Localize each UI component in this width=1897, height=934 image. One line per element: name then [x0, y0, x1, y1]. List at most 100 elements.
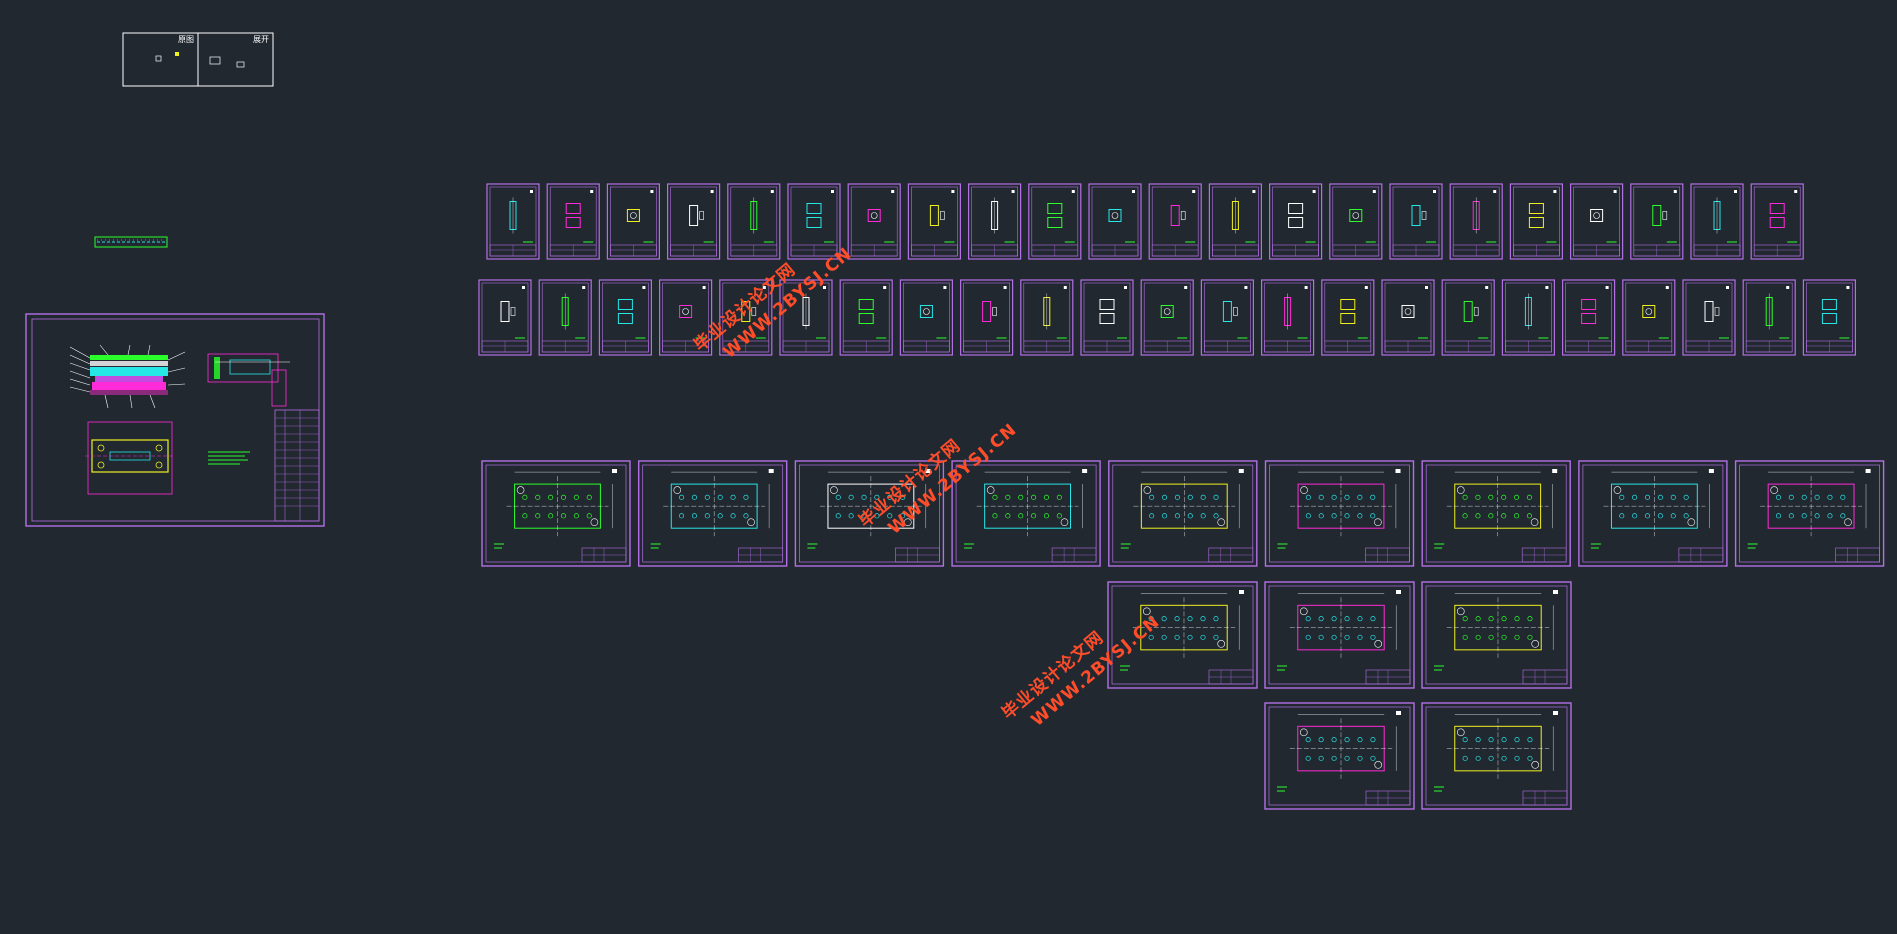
part-drawing-sheet[interactable] — [907, 183, 962, 260]
part-view — [867, 209, 881, 222]
roughness-icon — [522, 286, 525, 289]
part-drawing-sheet[interactable] — [1260, 279, 1315, 356]
roughness-icon — [1665, 286, 1669, 289]
part-drawing-sheet[interactable] — [546, 183, 600, 260]
part-drawing-sheet[interactable] — [1682, 279, 1736, 356]
part-drawing-sheet[interactable] — [1441, 279, 1495, 356]
plate-drawing-sheet[interactable] — [481, 460, 631, 567]
plate-view — [1446, 593, 1554, 658]
plate-drawing-sheet[interactable] — [1734, 460, 1885, 567]
part-view — [1047, 203, 1063, 228]
part-view — [1222, 301, 1238, 322]
part-drawing-sheet[interactable] — [1148, 183, 1202, 260]
part-drawing-sheet[interactable] — [1381, 279, 1435, 356]
part-drawing-sheet[interactable] — [1449, 183, 1503, 260]
part-drawing-sheet[interactable] — [727, 183, 781, 260]
plate-drawing-sheet[interactable] — [1107, 581, 1258, 689]
roughness-icon — [612, 469, 617, 473]
part-drawing-sheet[interactable] — [787, 183, 841, 260]
part-drawing-sheet[interactable] — [1561, 279, 1616, 356]
plate-drawing-sheet[interactable] — [1578, 460, 1728, 567]
part-view — [1043, 293, 1051, 330]
part-drawing-sheet[interactable] — [1028, 183, 1082, 260]
plate-view — [976, 471, 1083, 537]
part-drawing-sheet[interactable] — [1501, 279, 1556, 356]
part-drawing-sheet[interactable] — [1321, 279, 1375, 356]
roughness-icon — [1786, 286, 1790, 289]
part-drawing-sheet[interactable] — [847, 183, 901, 260]
plate-drawing-sheet[interactable] — [1421, 702, 1572, 810]
roughness-icon — [1726, 286, 1729, 289]
plate-drawing-sheet[interactable] — [638, 460, 788, 567]
part-drawing-sheet[interactable] — [598, 279, 653, 356]
roughness-icon — [1396, 590, 1401, 594]
part-drawing-sheet[interactable] — [1389, 183, 1443, 260]
tech-notes — [1747, 543, 1758, 549]
part-view — [1411, 205, 1427, 226]
part-drawing-sheet[interactable] — [1509, 183, 1564, 260]
part-drawing-sheet[interactable] — [1080, 279, 1134, 356]
roughness-icon — [1734, 190, 1737, 193]
plate-view — [1290, 471, 1397, 537]
plate-drawing-sheet[interactable] — [1421, 581, 1572, 689]
plate-drawing-sheet[interactable] — [951, 460, 1101, 567]
plate-drawing-sheet[interactable] — [1264, 581, 1415, 689]
roughness-icon — [710, 190, 714, 193]
part-view — [858, 299, 874, 324]
part-drawing-sheet[interactable] — [1690, 183, 1744, 260]
part-sheets-group[interactable] — [478, 183, 1857, 356]
part-drawing-sheet[interactable] — [1020, 279, 1074, 356]
plate-drawing-sheet[interactable] — [1421, 460, 1571, 567]
roughness-icon — [1425, 286, 1428, 289]
part-drawing-sheet[interactable] — [1329, 183, 1383, 260]
part-view — [500, 301, 516, 322]
roughness-icon — [770, 190, 774, 193]
title-block — [1835, 547, 1880, 563]
roughness-icon — [831, 190, 834, 193]
legend-label-original: 原图 — [178, 35, 194, 44]
roughness-icon — [1485, 286, 1489, 289]
part-drawing-sheet[interactable] — [899, 279, 954, 356]
part-drawing-sheet[interactable] — [967, 183, 1022, 260]
part-drawing-sheet[interactable] — [1268, 183, 1323, 260]
part-drawing-sheet[interactable] — [839, 279, 893, 356]
part-drawing-sheet[interactable] — [1802, 279, 1857, 356]
roughness-icon — [582, 286, 586, 289]
plate-drawing-sheet[interactable] — [1108, 460, 1258, 567]
part-drawing-sheet[interactable] — [1140, 279, 1194, 356]
plate-drawing-sheet[interactable] — [1264, 460, 1415, 567]
part-drawing-sheet[interactable] — [1630, 183, 1684, 260]
part-drawing-sheet[interactable] — [658, 279, 713, 356]
part-view — [617, 299, 633, 324]
part-view — [1340, 299, 1356, 324]
part-drawing-sheet[interactable] — [1088, 183, 1142, 260]
roughness-icon — [1011, 190, 1015, 193]
part-drawing-sheet[interactable] — [478, 279, 532, 356]
roughness-icon — [1304, 286, 1308, 289]
part-view — [1581, 299, 1597, 324]
roughness-icon — [1433, 190, 1436, 193]
strip-layout[interactable] — [94, 236, 168, 248]
part-drawing-sheet[interactable] — [538, 279, 592, 356]
part-drawing-sheet[interactable] — [1569, 183, 1624, 260]
part-drawing-sheet[interactable] — [1622, 279, 1676, 356]
plate-sheets-group[interactable] — [481, 460, 1885, 810]
part-drawing-sheet[interactable] — [1200, 279, 1255, 356]
legend-box[interactable]: 原图 展开 — [122, 32, 274, 87]
part-drawing-sheet[interactable] — [1208, 183, 1263, 260]
part-drawing-sheet[interactable] — [1742, 279, 1796, 356]
part-drawing-sheet[interactable] — [779, 279, 833, 356]
title-block — [1365, 669, 1411, 685]
part-drawing-sheet[interactable] — [719, 279, 773, 356]
part-drawing-sheet[interactable] — [666, 183, 721, 260]
plate-drawing-sheet[interactable] — [1264, 702, 1415, 810]
plate-drawing-sheet[interactable] — [794, 460, 945, 567]
assembly-drawing-sheet[interactable] — [25, 313, 325, 527]
roughness-icon — [951, 190, 955, 193]
part-drawing-sheet[interactable] — [959, 279, 1014, 356]
part-drawing-sheet[interactable] — [606, 183, 661, 260]
part-drawing-sheet[interactable] — [486, 183, 540, 260]
part-drawing-sheet[interactable] — [1750, 183, 1804, 260]
plate-view — [1446, 714, 1554, 779]
